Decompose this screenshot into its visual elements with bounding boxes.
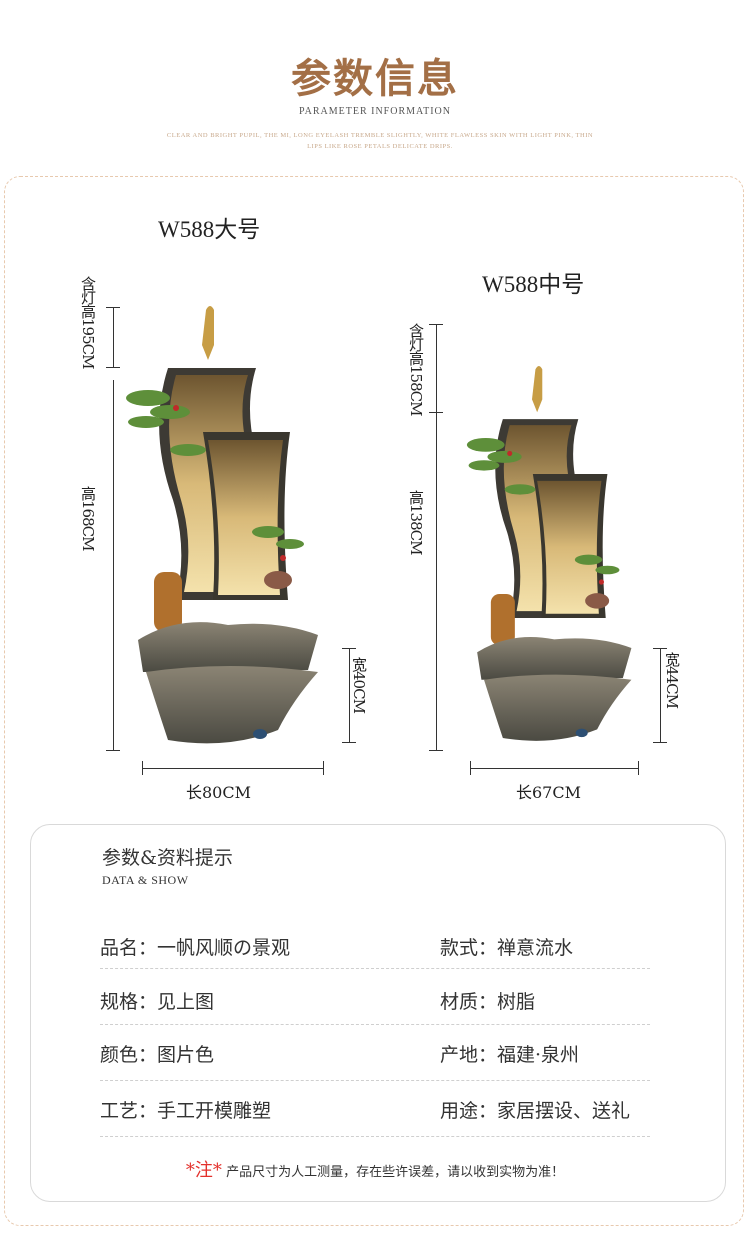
dim-tick xyxy=(106,750,120,751)
fountain-medium-image xyxy=(466,366,632,741)
dim-tick xyxy=(342,742,356,743)
row-divider xyxy=(100,1136,650,1137)
dim-tick xyxy=(638,761,639,775)
dim-line xyxy=(142,768,323,769)
product-medium-length: 长67CM xyxy=(516,783,581,802)
page-subtitle: PARAMETER INFORMATION xyxy=(298,106,452,117)
note-text: 产品尺寸为人工测量，存在些许误差，请以收到实物为准！ xyxy=(226,1165,565,1180)
dim-line xyxy=(113,380,114,750)
info-subheading: DATA & SHOW xyxy=(102,873,189,887)
spec-material: 材质：树脂 xyxy=(440,991,536,1013)
fountain-large-image xyxy=(126,306,318,744)
info-panel xyxy=(30,824,726,1202)
spec-usage: 用途：家居摆设、送礼 xyxy=(440,1100,631,1122)
product-large-width: 宽40CM xyxy=(350,657,368,713)
product-large-height-with-light: 含灯高195CM xyxy=(79,276,97,369)
dim-line xyxy=(470,768,638,769)
spec-style: 款式：禅意流水 xyxy=(440,937,574,959)
dim-line xyxy=(436,412,437,750)
row-divider xyxy=(100,968,650,969)
spec-product-name: 品名：一帆风顺の景观 xyxy=(100,937,291,959)
dim-tick xyxy=(470,761,471,775)
measurement-note: *注* 产品尺寸为人工测量，存在些许误差，请以收到实物为准！ xyxy=(0,1156,750,1182)
dim-tick xyxy=(429,750,443,751)
dim-tick xyxy=(653,648,667,649)
dim-line xyxy=(349,648,350,742)
dim-line xyxy=(436,324,437,412)
row-divider xyxy=(100,1080,650,1081)
info-heading: 参数&资料提示 xyxy=(102,847,233,869)
product-medium-width: 宽44CM xyxy=(663,652,681,708)
note-star: *注* xyxy=(185,1160,222,1181)
product-large-title: W588大号 xyxy=(158,217,261,242)
product-medium-height: 高138CM xyxy=(407,490,425,555)
header-tagline: CLEAR AND BRIGHT PUPIL, THE MI, LONG EYE… xyxy=(166,132,594,150)
spec-color: 颜色：图片色 xyxy=(100,1044,215,1066)
dim-line xyxy=(660,648,661,742)
product-medium-title: W588中号 xyxy=(482,272,585,297)
dim-tick xyxy=(342,648,356,649)
spec-craft: 工艺：手工开模雕塑 xyxy=(100,1100,272,1122)
product-medium-height-with-light: 含灯高158CM xyxy=(407,323,425,416)
dim-tick xyxy=(429,324,443,325)
product-large-length: 长80CM xyxy=(186,783,251,802)
dim-tick xyxy=(106,367,120,368)
spec-size: 规格：见上图 xyxy=(100,991,215,1013)
page-title: 参数信息 xyxy=(291,55,459,102)
row-divider xyxy=(100,1024,650,1025)
spec-origin: 产地：福建·泉州 xyxy=(440,1044,580,1066)
dim-line xyxy=(113,307,114,367)
dim-tick xyxy=(323,761,324,775)
dim-tick xyxy=(142,761,143,775)
product-large-height: 高168CM xyxy=(79,486,97,551)
dim-tick xyxy=(653,742,667,743)
